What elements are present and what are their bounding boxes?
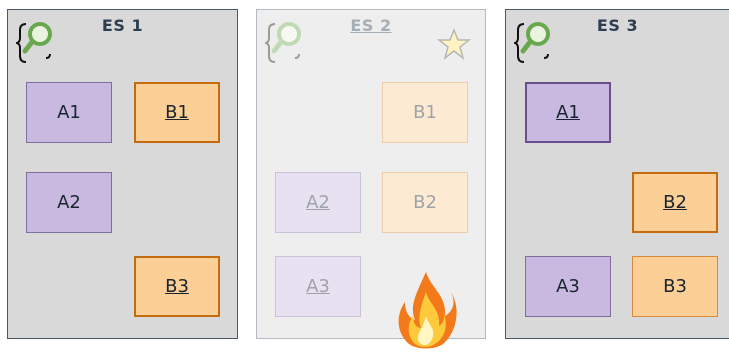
shard-box-a2: A2 (275, 172, 361, 233)
shard-box-a3: A3 (525, 256, 611, 317)
shard-box-b1: B1 (134, 82, 220, 143)
shard-label: B3 (165, 276, 189, 297)
shard-label: B1 (165, 102, 189, 123)
node-panel-es3: ES 3 A1 B2 A3 B3 (505, 9, 729, 339)
shard-box-a1: A1 (525, 82, 611, 143)
shard-label: A1 (57, 102, 81, 123)
shard-label: B2 (663, 192, 687, 213)
shard-label: A1 (556, 102, 580, 123)
shard-box-b3: B3 (134, 256, 220, 317)
shard-box-b1: B1 (382, 82, 468, 143)
star-icon (437, 28, 471, 60)
shard-label: B3 (663, 276, 687, 297)
shard-label: B2 (413, 192, 437, 213)
shard-box-b3: B3 (632, 256, 718, 317)
shard-label: A2 (306, 192, 330, 213)
node-panel-es1: ES 1 A1 B1 A2 B3 (7, 9, 238, 339)
shard-box-b2: B2 (382, 172, 468, 233)
shard-label: A2 (57, 192, 81, 213)
fire-icon (395, 270, 457, 352)
shard-box-a3: A3 (275, 256, 361, 317)
shard-label: B1 (413, 102, 437, 123)
panel-title: ES 3 (506, 16, 729, 35)
shard-label: A3 (306, 276, 330, 297)
shard-box-b2: B2 (632, 172, 718, 233)
shard-box-a2: A2 (26, 172, 112, 233)
panel-title: ES 1 (8, 16, 237, 35)
shard-box-a1: A1 (26, 82, 112, 143)
shard-label: A3 (556, 276, 580, 297)
